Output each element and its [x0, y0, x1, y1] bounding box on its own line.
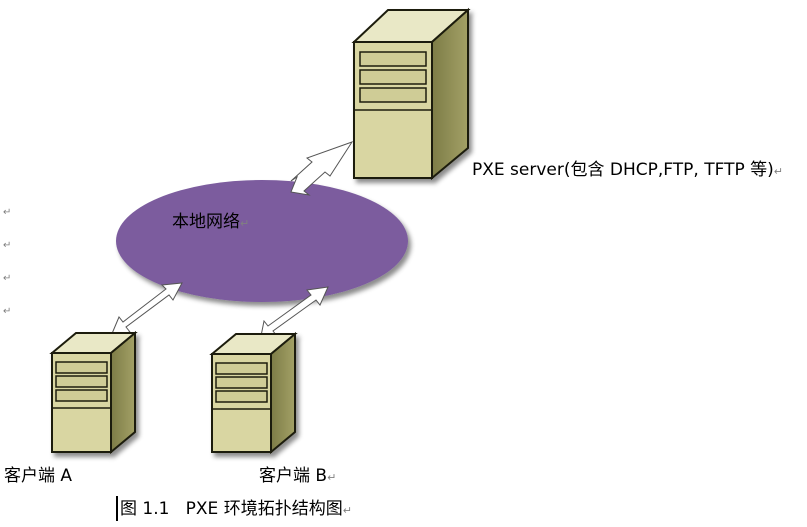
paragraph-mark: ↵ [773, 165, 783, 178]
paragraph-mark: ↵ [3, 273, 12, 284]
pxe-server-icon [351, 7, 471, 181]
paragraph-mark: ↵ [342, 504, 352, 517]
client-b-label-text: 客户端 B [259, 466, 328, 486]
network-label-text: 本地网络 [172, 212, 240, 232]
client-a-icon [49, 330, 138, 455]
arrow-client-b-network [259, 286, 329, 342]
client-b-label: 客户端 B↵ [259, 466, 336, 488]
client-a-label: 客户端 A [4, 466, 72, 486]
arrow-client-a-network [110, 282, 183, 337]
network-label: 本地网络↵ [172, 212, 249, 234]
paragraph-mark: ↵ [3, 240, 12, 251]
local-network-ellipse [116, 180, 408, 302]
client-b-icon [209, 331, 298, 455]
paragraph-mark: ↵ [3, 207, 12, 218]
text-cursor [116, 496, 118, 521]
server-label: PXE server(包含 DHCP,FTP, TFTP 等)↵ [472, 160, 783, 182]
paragraph-mark: ↵ [327, 471, 337, 484]
arrow-server-network [290, 141, 354, 196]
figure-caption-text: 图 1.1 PXE 环境拓扑结构图 [120, 499, 343, 519]
paragraph-mark: ↵ [3, 306, 12, 317]
figure-caption: 图 1.1 PXE 环境拓扑结构图↵ [120, 499, 352, 521]
paragraph-mark: ↵ [240, 217, 250, 230]
server-label-text: PXE server(包含 DHCP,FTP, TFTP 等) [472, 160, 774, 180]
client-a-label-text: 客户端 A [4, 466, 73, 486]
